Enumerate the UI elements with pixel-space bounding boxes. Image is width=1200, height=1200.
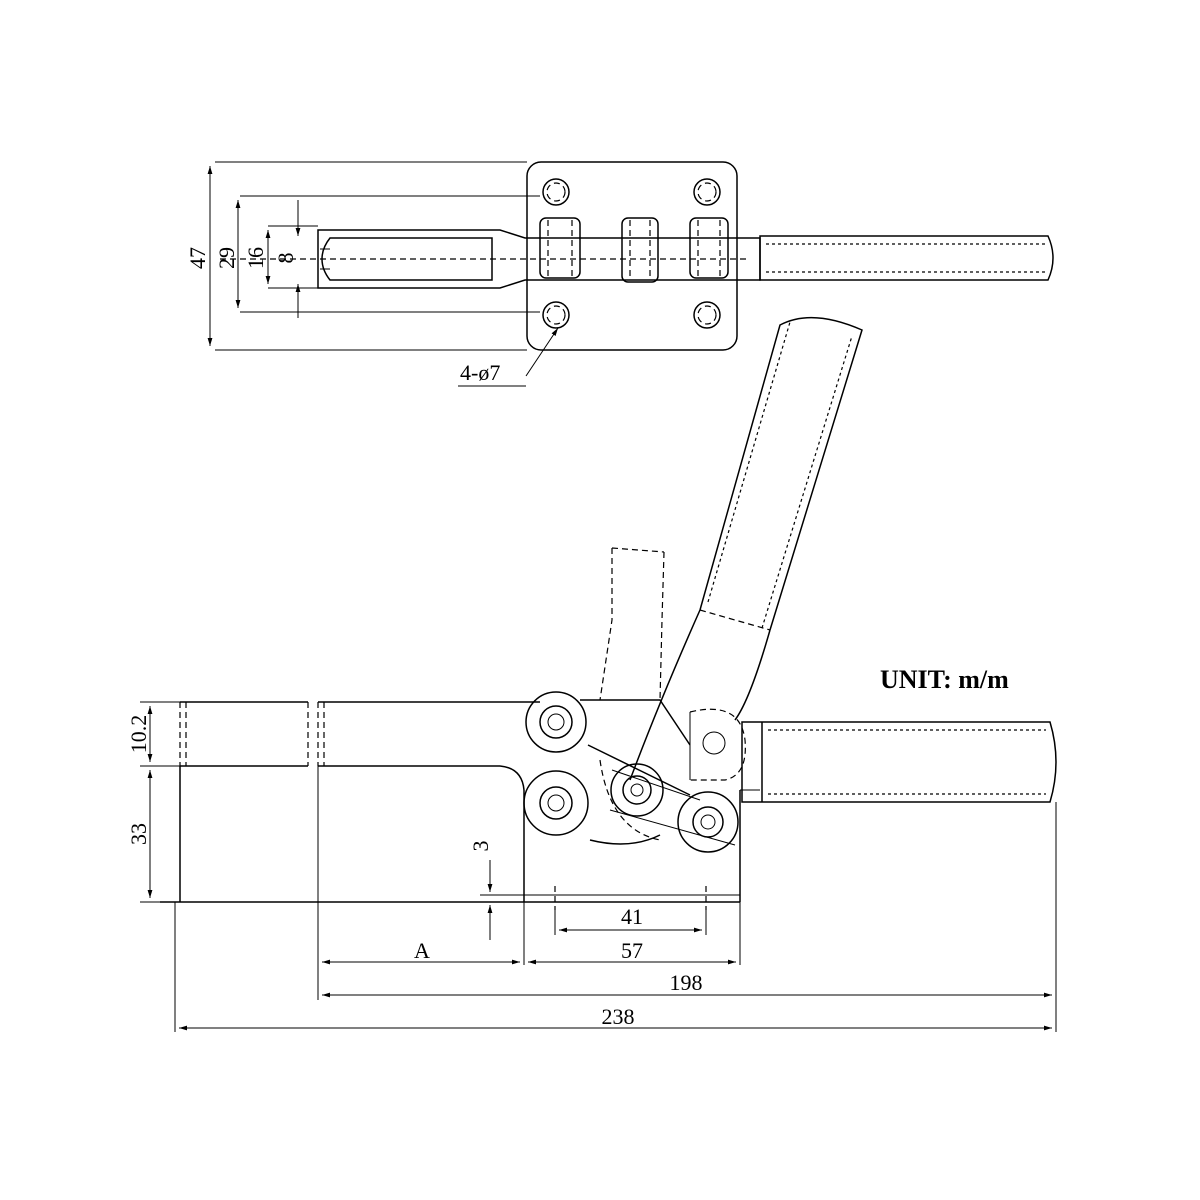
dim-3-label: 3 xyxy=(468,841,493,852)
dim-33-label: 33 xyxy=(126,823,151,845)
side-view: UNIT: m/m xyxy=(126,316,1057,1032)
dim-198-label: 198 xyxy=(670,970,703,995)
linkage xyxy=(523,691,746,853)
handle-grip-side xyxy=(740,721,1057,803)
dim-10-2-label: 10.2 xyxy=(126,715,151,754)
plunger-side xyxy=(179,701,540,791)
mounting-holes xyxy=(542,178,721,329)
base-plate-outline xyxy=(526,161,738,351)
plunger-rod xyxy=(220,229,761,289)
base-body xyxy=(160,766,741,910)
handle-raised xyxy=(599,316,863,781)
dim-41-label: 41 xyxy=(621,904,643,929)
dim-16-label: 16 xyxy=(243,247,268,269)
dim-57-label: 57 xyxy=(621,938,643,963)
dim-47-label: 47 xyxy=(185,247,210,269)
top-view-dimensions xyxy=(207,161,540,351)
handle-grip-top xyxy=(759,235,1054,281)
unit-label: UNIT: m/m xyxy=(880,665,1009,694)
dim-8-label: 8 xyxy=(273,253,298,264)
top-view: 47 29 16 8 4-ø7 xyxy=(185,161,1054,387)
dim-238-label: 238 xyxy=(602,1004,635,1029)
side-view-dimensions xyxy=(140,701,1057,1032)
dim-A-label: A xyxy=(414,938,430,963)
hole-callout-leader xyxy=(525,327,559,377)
link-blocks xyxy=(539,217,729,283)
hole-callout-label: 4-ø7 xyxy=(460,360,500,385)
dim-29-label: 29 xyxy=(214,247,239,269)
